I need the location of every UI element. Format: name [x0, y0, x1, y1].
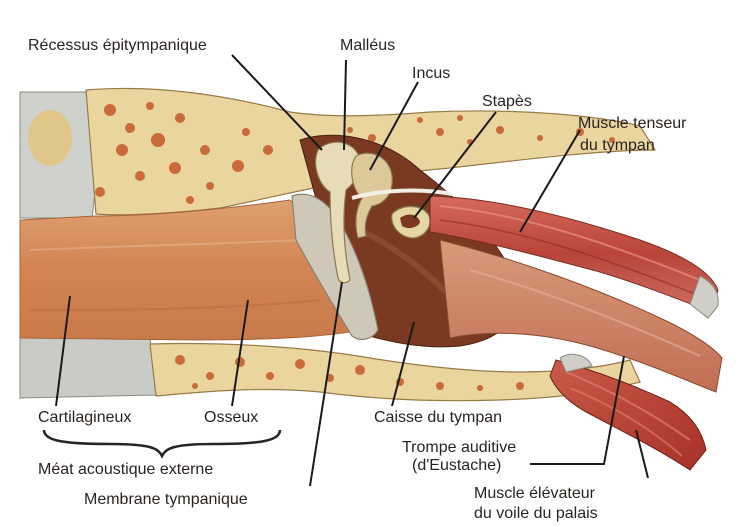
label-muscle-tenseur-line1: Muscle tenseur — [578, 114, 687, 133]
label-meat-acoustique-externe: Méat acoustique externe — [38, 460, 213, 479]
label-recessus-epitympanique: Récessus épitympanique — [28, 36, 207, 55]
label-osseux: Osseux — [204, 408, 258, 427]
label-muscle-elevateur-line2: du voile du palais — [474, 504, 598, 523]
label-trompe-auditive-line2: (d'Eustache) — [412, 456, 501, 475]
label-caisse-du-tympan: Caisse du tympan — [374, 408, 502, 427]
label-cartilagineux: Cartilagineux — [38, 408, 131, 427]
cartilage-lower — [20, 338, 158, 398]
label-membrane-tympanique: Membrane tympanique — [84, 490, 248, 509]
label-malleus: Malléus — [340, 36, 395, 55]
label-muscle-elevateur-line1: Muscle élévateur — [474, 484, 595, 503]
bracket — [44, 430, 280, 456]
label-incus: Incus — [412, 64, 450, 83]
cartilage-yellow-patch — [28, 110, 72, 166]
label-stapes: Stapès — [482, 92, 532, 111]
label-muscle-tenseur-line2: du tympan — [580, 136, 655, 155]
label-trompe-auditive-line1: Trompe auditive — [402, 438, 516, 457]
